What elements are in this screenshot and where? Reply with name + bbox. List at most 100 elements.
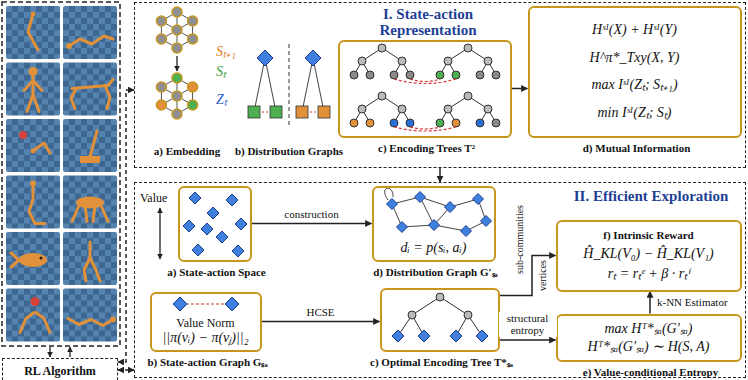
state-action-diamond — [192, 244, 204, 256]
box-label: RL Algorithm — [24, 365, 96, 379]
limb — [93, 206, 95, 222]
graph-vertex — [172, 25, 182, 35]
tree-vertex — [484, 57, 492, 65]
environment-tile — [63, 289, 117, 342]
state-action-diamond — [216, 231, 228, 243]
caption: e) Value-conditional Entropy — [583, 366, 719, 379]
tree-vertex — [358, 57, 366, 65]
tree-root — [378, 92, 386, 100]
environment-tile — [6, 232, 60, 285]
text-slot: Sₜ — [216, 62, 226, 80]
figure-box: c) Optimal Encoding Tree T*ₛₐ — [380, 288, 500, 352]
tree-leaf — [476, 71, 484, 79]
environment-tile — [63, 176, 117, 229]
limb — [68, 319, 113, 326]
tree-edge — [412, 297, 440, 315]
tree-leaf — [390, 119, 398, 127]
text-slot: b) State-action Graph Gₛₐ — [82, 352, 334, 370]
algorithm-box: RL Algorithm — [2, 358, 118, 380]
connector-arrow — [262, 321, 380, 323]
environment-panel — [2, 2, 120, 346]
joint — [40, 257, 43, 260]
limb — [71, 89, 76, 109]
text-slot: I. State-action Representation — [353, 7, 503, 39]
tree-leaf — [436, 119, 444, 127]
tile-floor — [6, 119, 60, 172]
graph-edge — [265, 58, 276, 112]
tree-leaf — [406, 119, 414, 127]
limb — [84, 258, 90, 281]
connector-arrow — [252, 223, 372, 225]
connector-arrow — [118, 90, 134, 362]
text-slot: a) State-action Space — [110, 262, 324, 280]
distribution-square — [296, 106, 308, 118]
text-slot: b) Distribution Graphs — [209, 141, 369, 159]
state-action-diamond — [226, 194, 238, 206]
limb — [105, 86, 110, 109]
figure-box: a) State-action Space — [178, 186, 252, 262]
text-slot: sub-communities — [514, 205, 526, 278]
formula: ||π(vᵢ) − π(vⱼ)||₂ — [162, 330, 248, 346]
caption: c) Encoding Trees T² — [378, 142, 475, 155]
tree-vertex — [464, 311, 472, 319]
mutual-link — [410, 127, 440, 129]
state-action-diamond — [207, 207, 219, 219]
node-body: f) Intrinsic RewardĤ_KL(V₀) − Ĥ_KL(V₁)rₜ… — [558, 222, 740, 290]
state-action-diamond — [415, 192, 426, 203]
flow-label: sub-communities — [514, 205, 526, 274]
panel-arrow — [69, 347, 70, 357]
state-action-diamond — [476, 330, 488, 342]
state-action-diamond — [387, 199, 398, 210]
tree-leaf — [452, 71, 460, 79]
state-action-diamond — [461, 226, 472, 237]
text-slot: c) Encoding Trees T² — [270, 138, 584, 156]
embedding-arrow — [176, 56, 177, 71]
limb — [28, 14, 38, 50]
formula-box: Hˢᴵ(X) + Hˢᴵ(Y)H^π*_Txy(X, Y)max Iˢᴵ(Zₜ;… — [528, 6, 742, 138]
limb — [69, 36, 113, 46]
limb — [90, 131, 97, 157]
tree-leaf — [436, 71, 444, 79]
formula-box: f) Intrinsic RewardĤ_KL(V₀) − Ĥ_KL(V₁)rₜ… — [556, 220, 742, 292]
state-action-diamond — [418, 330, 430, 342]
limb — [90, 258, 100, 281]
text-slot: e) Value-conditional Entropy — [488, 362, 748, 380]
graph-vertex — [156, 34, 166, 44]
connector-arrow — [118, 369, 134, 371]
section-title: II. Efficient Exploration — [574, 189, 729, 205]
state-action-diamond — [225, 297, 239, 311]
limb — [29, 184, 45, 224]
section-panel: II. Efficient Exploration a) State-action… — [134, 182, 746, 378]
limb — [11, 253, 19, 260]
tile-floor — [6, 289, 60, 342]
node-body: dᵢ = p(sᵢ, aᵢ) — [374, 188, 494, 260]
environment-tile — [63, 232, 117, 285]
environment-tile — [6, 6, 60, 59]
joint — [19, 131, 27, 139]
caption: f) Intrinsic Reward — [603, 229, 693, 242]
joint — [30, 181, 36, 187]
state-action-diamond — [235, 218, 247, 230]
caption: b) State-action Graph Gₛₐ — [147, 356, 267, 369]
tile-floor — [63, 6, 117, 59]
graph-edge — [254, 58, 265, 112]
variable-label: Sₜ₊₁ — [216, 44, 236, 60]
text-slot: Zₜ — [216, 90, 227, 108]
edge-label: construction — [282, 208, 340, 221]
tree-root — [378, 44, 386, 52]
environment-tile — [63, 6, 117, 59]
tile-floor — [6, 6, 60, 59]
flow-label: vertices — [537, 260, 549, 291]
joint — [31, 297, 40, 306]
formula: min Iˢᴵ(Zₜ; Sₜ) — [597, 105, 671, 121]
text-slot: vertices — [537, 260, 549, 295]
state-action-diamond — [232, 245, 244, 257]
edge-label: structural entropy — [499, 312, 557, 337]
environment-tile — [63, 119, 117, 172]
limb — [36, 313, 50, 333]
tree-leaf — [406, 71, 414, 79]
limb — [20, 313, 34, 333]
state-action-diamond — [473, 194, 484, 205]
joint — [110, 317, 116, 323]
